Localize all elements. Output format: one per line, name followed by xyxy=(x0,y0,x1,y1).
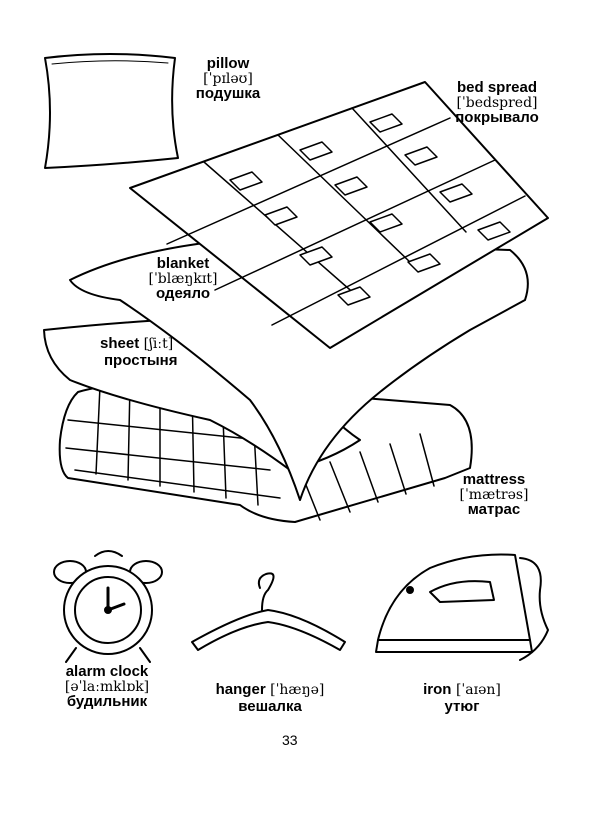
ru-hanger: вешалка xyxy=(238,697,302,715)
bedspread-drawing xyxy=(129,81,549,349)
word-sheet: sheet xyxy=(100,335,140,352)
ipa-bedspread: [ˈbedspred] xyxy=(456,94,538,111)
ipa-blanket: [ˈblæŋkɪt] xyxy=(148,270,218,287)
word-mattress: mattress xyxy=(462,471,526,488)
pillow-drawing xyxy=(44,53,179,169)
ru-bedspread: покрывало xyxy=(455,109,539,127)
ipa-mattress: [ˈmætrəs] xyxy=(459,486,529,503)
ru-blanket: одеяло xyxy=(155,285,211,303)
ipa-pillow: [ˈpɪləʊ] xyxy=(203,70,253,87)
word-bedspread: bed spread xyxy=(456,79,538,96)
ipa-sheet: [ʃiːt] xyxy=(143,336,174,352)
label-blanket: blanket [ˈblæŋkɪt] одеяло xyxy=(140,256,226,302)
word-pillow: pillow xyxy=(206,55,250,72)
ru-alarm-clock: будильник xyxy=(66,693,148,711)
ru-pillow: подушка xyxy=(195,85,261,103)
word-hanger: hanger xyxy=(215,681,266,698)
ipa-iron: [ˈaɪən] xyxy=(455,682,501,698)
ru-sheet: простыня xyxy=(104,351,178,369)
ipa-hanger: [ˈhæŋə] xyxy=(270,682,325,698)
word-iron: iron xyxy=(423,681,452,698)
label-pillow: pillow [ˈpɪləʊ] подушка xyxy=(186,56,270,102)
label-hanger: hanger [ˈhæŋə] вешалка xyxy=(200,682,340,715)
word-alarm-clock: alarm clock xyxy=(65,663,149,680)
label-iron: iron [ˈaɪən] утюг xyxy=(408,682,516,715)
alarm-clock-drawing xyxy=(53,550,163,663)
label-bedspread: bed spread [ˈbedspred] покрывало xyxy=(442,80,552,126)
page-number: 33 xyxy=(282,732,298,748)
hanger-drawing xyxy=(191,572,346,651)
ru-mattress: матрас xyxy=(467,501,521,519)
ru-iron: утюг xyxy=(444,697,480,715)
ipa-alarm-clock: [əˈlaːmklɒk] xyxy=(64,678,150,695)
label-alarm-clock: alarm clock [əˈlaːmklɒk] будильник xyxy=(52,664,162,710)
label-sheet: sheet [ʃiːt] простыня xyxy=(100,336,230,369)
word-blanket: blanket xyxy=(156,255,210,272)
label-mattress: mattress [ˈmætrəs] матрас xyxy=(450,472,538,518)
iron-drawing xyxy=(375,553,549,661)
